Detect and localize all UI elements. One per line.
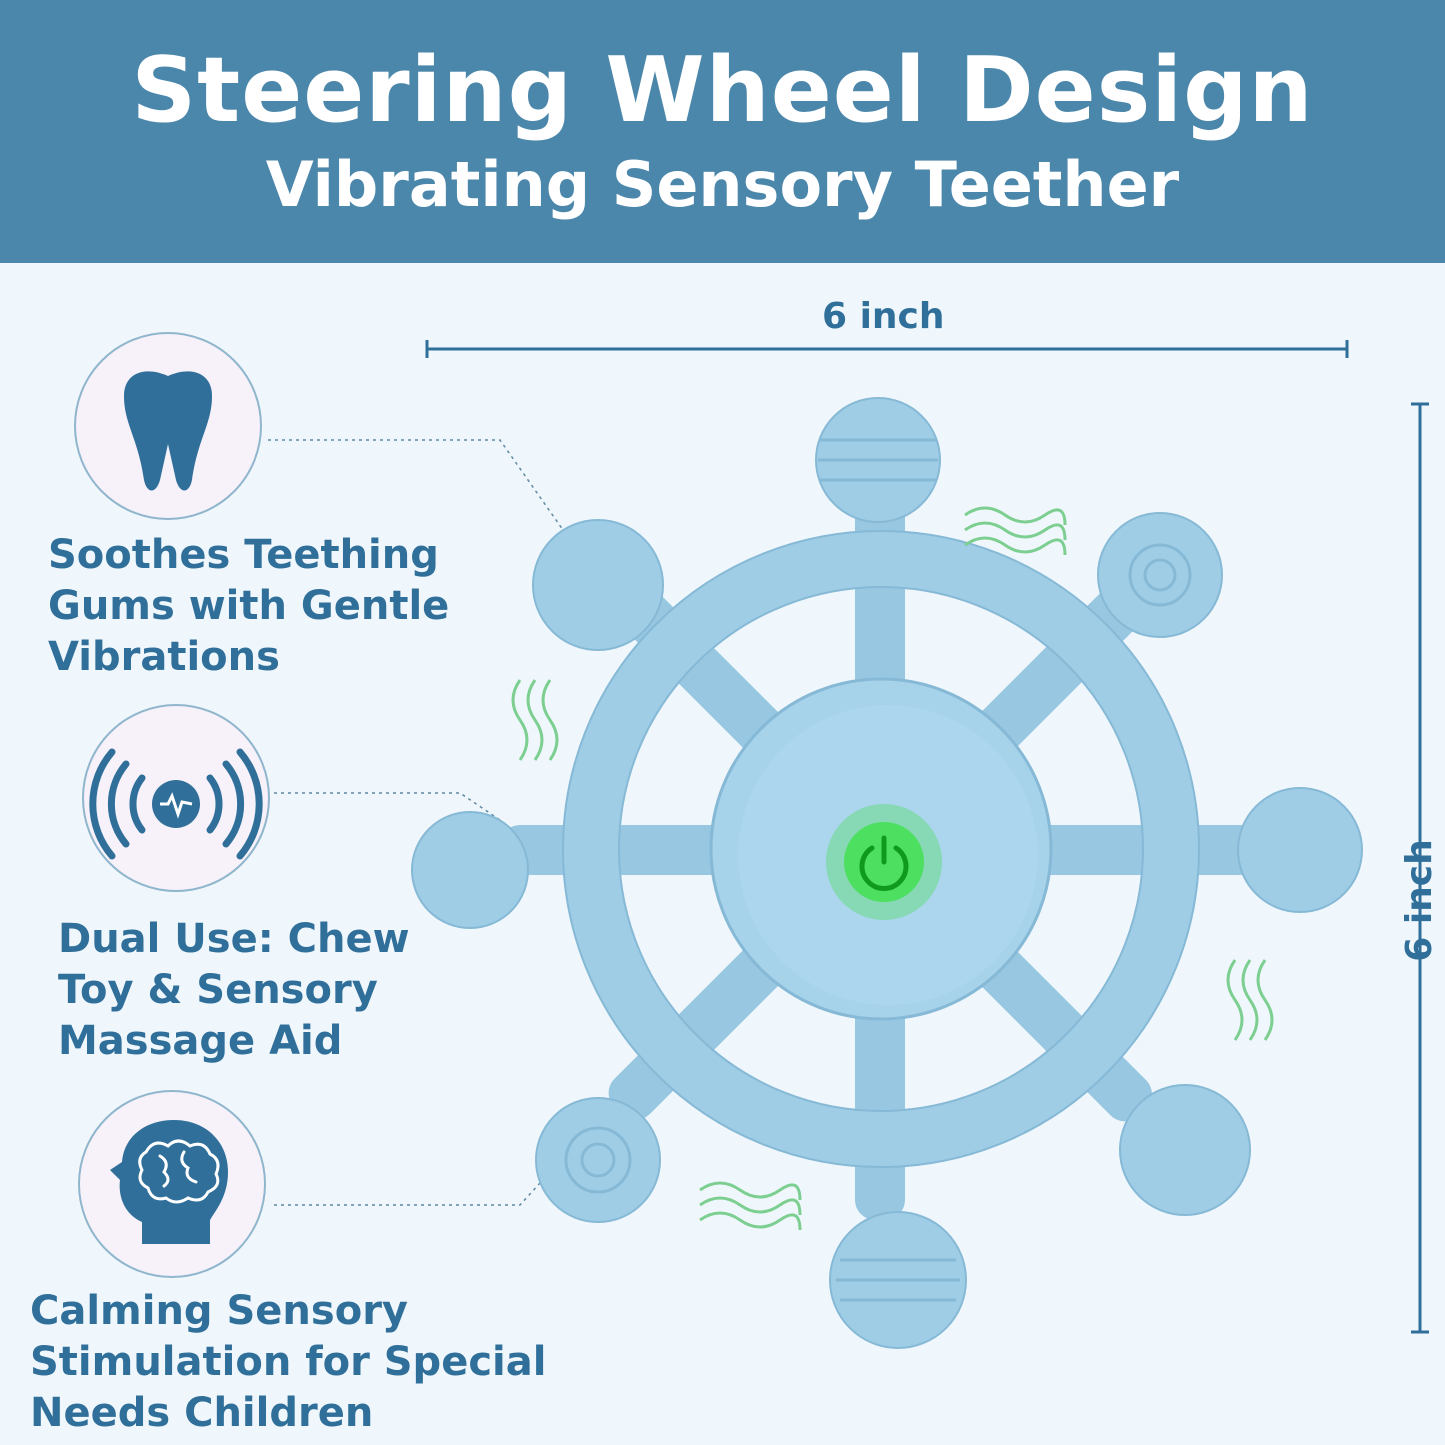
tooth-icon-circle xyxy=(74,332,262,520)
feature-teething-line-2: Gums with Gentle xyxy=(48,583,450,629)
feature-dual-use-line-3: Massage Aid xyxy=(58,1018,343,1064)
tooth-icon xyxy=(124,371,212,491)
vibration-waves xyxy=(511,506,1274,1231)
vibration-icon-circle xyxy=(82,704,270,892)
feature-dual-use-line-2: Toy & Sensory xyxy=(58,967,378,1013)
feature-teething-line-3: Vibrations xyxy=(48,634,280,680)
height-dimension-line xyxy=(1411,402,1429,1334)
page-subtitle: Vibrating Sensory Teether xyxy=(265,148,1180,221)
feature-dual-use-line-1: Dual Use: Chew xyxy=(58,916,410,962)
power-button xyxy=(826,804,942,920)
header-banner: Steering Wheel Design Vibrating Sensory … xyxy=(0,0,1445,263)
feature-calming-line-3: Needs Children xyxy=(30,1390,374,1436)
brain-icon-circle xyxy=(78,1090,266,1278)
vibration-icon xyxy=(89,748,263,860)
feature-calming-line-1: Calming Sensory xyxy=(30,1288,408,1334)
teether-wheel xyxy=(411,397,1363,1349)
feature-calming-text: Calming Sensory Stimulation for Special … xyxy=(30,1286,546,1439)
feature-teething-text: Soothes Teething Gums with Gentle Vibrat… xyxy=(48,530,449,683)
feature-dual-use-text: Dual Use: Chew Toy & Sensory Massage Aid xyxy=(58,914,410,1067)
width-dimension-label: 6 inch xyxy=(822,296,945,337)
width-dimension-line xyxy=(425,340,1349,358)
page-title: Steering Wheel Design xyxy=(131,38,1314,143)
brain-head-icon xyxy=(110,1120,228,1244)
feature-calming-line-2: Stimulation for Special xyxy=(30,1339,547,1385)
feature-teething-line-1: Soothes Teething xyxy=(48,532,439,578)
